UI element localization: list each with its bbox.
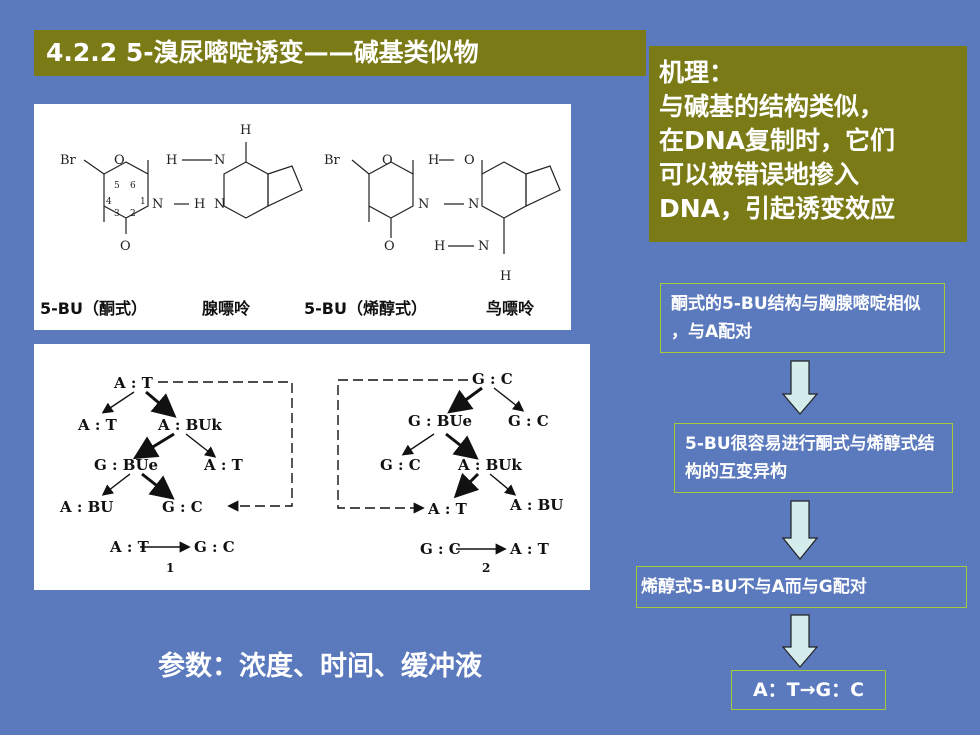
ring-number: 6: [130, 181, 136, 191]
atom-label: N: [418, 197, 429, 212]
structure-panel: Br O H N H N H N O Br O H O N N O H N H …: [34, 104, 571, 330]
ring-number: 4: [106, 197, 112, 207]
pair-label: G : C: [380, 456, 421, 474]
atom-label: N: [214, 197, 225, 212]
atom-label: Br: [60, 153, 77, 168]
down-arrow-icon: [782, 614, 818, 668]
mechanism-line: 与碱基的结构类似，: [659, 92, 885, 121]
pair-label: A : T: [427, 500, 468, 518]
pairing-panel: A : T A : T A : BUk G : BUe A : T A : BU…: [34, 344, 590, 590]
pair-label: A : T: [203, 456, 244, 474]
atom-label: H: [434, 239, 445, 254]
flow-step-enol: 烯醇式5-BU不与A而与G配对: [636, 566, 967, 608]
mechanism-line: 在DNA复制时，它们: [659, 126, 896, 155]
pair-label: A : T: [109, 538, 150, 556]
parameters-text: 参数：浓度、时间、缓冲液: [158, 651, 482, 682]
pair-label: A : T: [77, 416, 118, 434]
pair-label: A : T: [113, 374, 154, 392]
base-pair-structures: Br O H N H N H N O Br O H O N N O H N H …: [40, 123, 561, 318]
diagram-number: 2: [482, 561, 490, 575]
structure-label: 5-BU（酮式）: [40, 299, 147, 318]
pair-label: A : BU: [59, 498, 113, 516]
mechanism-line: 可以被错误地掺入: [659, 160, 860, 189]
atom-label: N: [214, 153, 225, 168]
pair-label: A : BUk: [157, 416, 222, 434]
atom-label: N: [152, 197, 163, 212]
structure-label: 腺嘌呤: [202, 299, 251, 318]
pair-label: A : BUk: [457, 456, 522, 474]
atom-label: O: [384, 239, 395, 254]
pair-label: G : C: [162, 498, 203, 516]
ring-number: 1: [140, 197, 146, 207]
mechanism-line: DNA，引起诱变效应: [659, 194, 896, 223]
ring-number: 3: [114, 209, 120, 219]
pairing-diagram: A : T A : T A : BUk G : BUe A : T A : BU…: [59, 370, 563, 575]
pair-label: G : BUe: [94, 456, 158, 474]
pair-label: G : C: [194, 538, 235, 556]
atom-label: O: [114, 153, 125, 168]
structure-label: 鸟嘌呤: [486, 299, 535, 318]
flow-step-result: A：T→G：C: [731, 670, 886, 710]
atom-label: H: [194, 197, 205, 212]
pair-label: G : C: [472, 370, 513, 388]
atom-label: N: [478, 239, 489, 254]
atom-label: O: [464, 153, 475, 168]
down-arrow-icon: [782, 500, 818, 560]
pair-label: A : BU: [509, 496, 563, 514]
atom-label: H: [240, 123, 251, 138]
atom-label: O: [120, 239, 131, 254]
atom-label: O: [382, 153, 393, 168]
atom-label: Br: [324, 153, 341, 168]
ring-number: 2: [130, 209, 136, 219]
pair-label: G : C: [508, 412, 549, 430]
pair-label: A : T: [509, 540, 550, 558]
atom-label: N: [468, 197, 479, 212]
mechanism-line: 机理：: [659, 58, 735, 87]
slide-title: 4.2.2 5-溴尿嘧啶诱变——碱基类似物: [34, 30, 646, 76]
atom-label: H: [500, 269, 511, 284]
pair-label: G : BUe: [408, 412, 472, 430]
flow-step-keto: 酮式的5-BU结构与胸腺嘧啶相似 ，与A配对: [660, 283, 945, 353]
atom-label: H: [166, 153, 177, 168]
flow-step-tautomer: 5-BU很容易进行酮式与烯醇式结构的互变异构: [674, 423, 953, 493]
mechanism-box: 机理： 与碱基的结构类似， 在DNA复制时，它们 可以被错误地掺入 DNA，引起…: [649, 46, 967, 242]
ring-number: 5: [114, 181, 120, 191]
down-arrow-icon: [782, 360, 818, 415]
structure-label: 5-BU（烯醇式）: [304, 299, 427, 318]
atom-label: H: [428, 153, 439, 168]
pair-label: G : C: [420, 540, 461, 558]
diagram-number: 1: [166, 561, 174, 575]
